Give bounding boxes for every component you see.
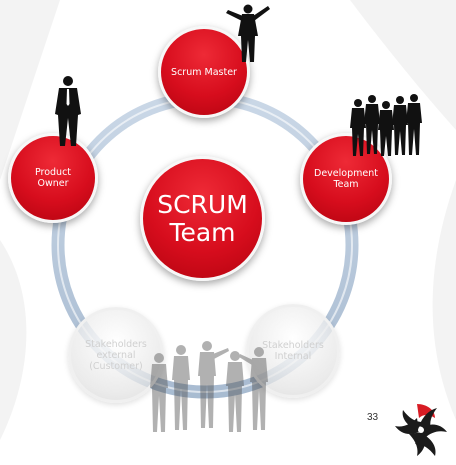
scrum-team-center-node: SCRUM Team bbox=[140, 156, 265, 281]
company-logo-icon bbox=[395, 404, 447, 456]
scrum-master-label: Scrum Master bbox=[171, 66, 237, 78]
development-team-label: Development Team bbox=[314, 168, 378, 190]
product-owner-node: Product Owner bbox=[8, 133, 98, 223]
page-number: 33 bbox=[367, 412, 379, 423]
stakeholders-internal-label: Stakeholders Internal bbox=[262, 340, 324, 362]
background-swirl bbox=[0, 0, 456, 440]
stakeholders-external-node: Stakeholders external (Customer) bbox=[68, 307, 164, 403]
product-owner-silhouette-icon bbox=[55, 76, 81, 146]
scrum-team-title: SCRUM Team bbox=[157, 189, 248, 247]
development-team-silhouette-icon bbox=[350, 94, 422, 156]
scrum-master-node: Scrum Master bbox=[158, 26, 250, 118]
stakeholders-external-label: Stakeholders external (Customer) bbox=[85, 338, 147, 372]
stakeholders-silhouette-icon bbox=[150, 341, 268, 432]
scrum-master-silhouette-icon bbox=[226, 4, 270, 62]
stakeholders-internal-node: Stakeholders Internal bbox=[246, 304, 340, 398]
product-owner-label: Product Owner bbox=[34, 167, 72, 189]
